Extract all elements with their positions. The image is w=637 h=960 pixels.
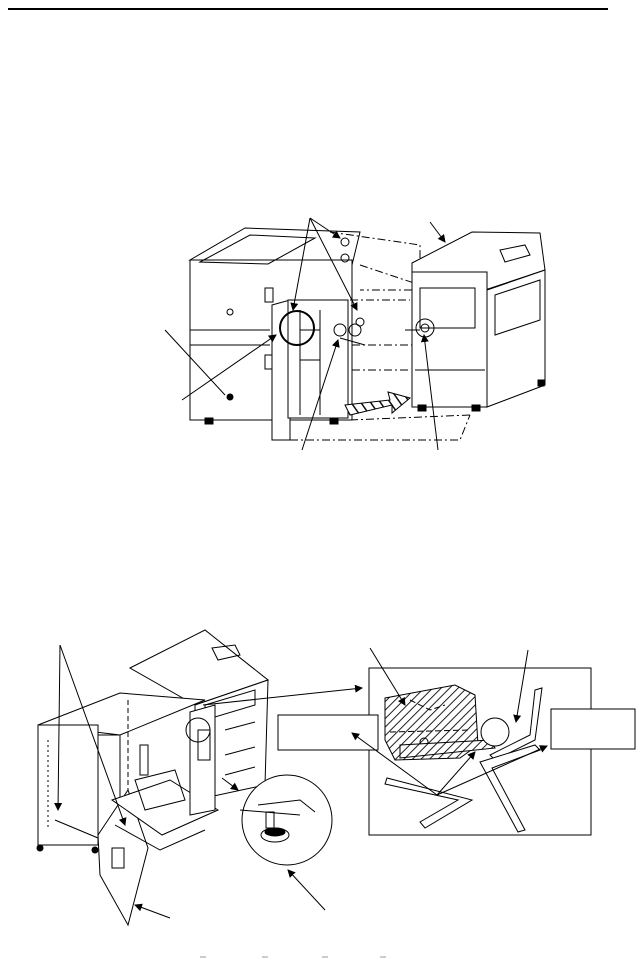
caster-detail [239,774,333,866]
left-machine [188,227,361,441]
screws [339,237,366,346]
label-box-right [550,708,636,750]
right-machine [405,231,546,412]
label-box-left [277,714,379,751]
leader-lines [164,217,446,451]
move-direction-arrow [344,391,412,416]
header-rule [8,8,608,10]
upper-figure [164,217,546,451]
lower-figure [36,629,636,927]
detail-panel [368,667,592,836]
front-machine [36,692,220,927]
lower-leader-lines [54,644,548,919]
